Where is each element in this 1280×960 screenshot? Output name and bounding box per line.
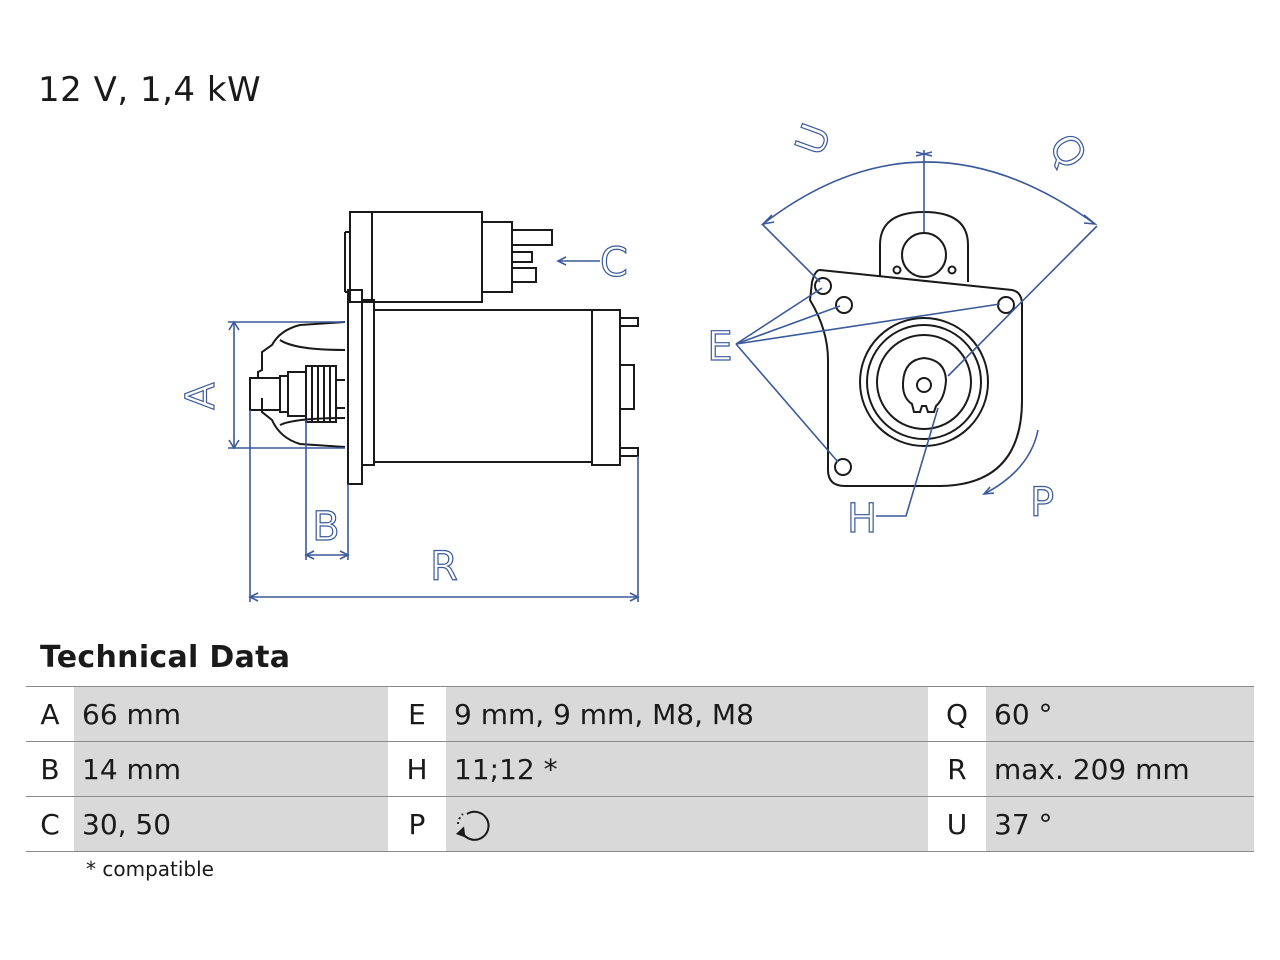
- spec-key: H: [388, 741, 446, 797]
- side-view-dimensions: [228, 256, 640, 602]
- label-h: H: [847, 496, 877, 542]
- label-p: P: [1030, 480, 1054, 526]
- spec-value: 66 mm: [74, 686, 388, 742]
- spec-key: C: [26, 796, 74, 852]
- spec-value: 60 °: [986, 686, 1254, 742]
- label-e: E: [707, 324, 732, 370]
- side-view: [249, 211, 639, 485]
- spec-value-rotation: [446, 796, 928, 852]
- label-a: A: [178, 382, 224, 410]
- front-view: [808, 210, 1023, 487]
- spec-value: 11;12 *: [446, 741, 928, 797]
- spec-key: B: [26, 741, 74, 797]
- spec-key: R: [928, 741, 986, 797]
- label-r: R: [430, 544, 458, 590]
- spec-value: 9 mm, 9 mm, M8, M8: [446, 686, 928, 742]
- table-row: C 30, 50 P U 37 °: [26, 796, 1254, 852]
- spec-key: Q: [928, 686, 986, 742]
- page-title: 12 V, 1,4 kW: [38, 70, 262, 110]
- table-row: A 66 mm E 9 mm, 9 mm, M8, M8 Q 60 °: [26, 686, 1254, 742]
- rotation-direction-icon: [455, 810, 490, 841]
- spec-value: 14 mm: [74, 741, 388, 797]
- spec-value: 37 °: [986, 796, 1254, 852]
- label-u: U: [787, 118, 840, 161]
- spec-key: U: [928, 796, 986, 852]
- starter-motor-drawing: A B C R E H P U Q: [177, 117, 1098, 602]
- table-row: B 14 mm H 11;12 * R max. 209 mm: [26, 741, 1254, 797]
- spec-key: A: [26, 686, 74, 742]
- label-c: C: [600, 240, 628, 286]
- footnote: * compatible: [86, 857, 214, 881]
- spec-value: 30, 50: [74, 796, 388, 852]
- technical-data-title: Technical Data: [40, 640, 291, 675]
- technical-data-table: A 66 mm E 9 mm, 9 mm, M8, M8 Q 60 ° B 14…: [26, 686, 1254, 852]
- label-b: B: [312, 504, 339, 550]
- front-view-dimensions: [735, 150, 1098, 517]
- spec-key: P: [388, 796, 446, 852]
- label-q: Q: [1039, 126, 1095, 176]
- spec-value: max. 209 mm: [986, 741, 1254, 797]
- spec-key: E: [388, 686, 446, 742]
